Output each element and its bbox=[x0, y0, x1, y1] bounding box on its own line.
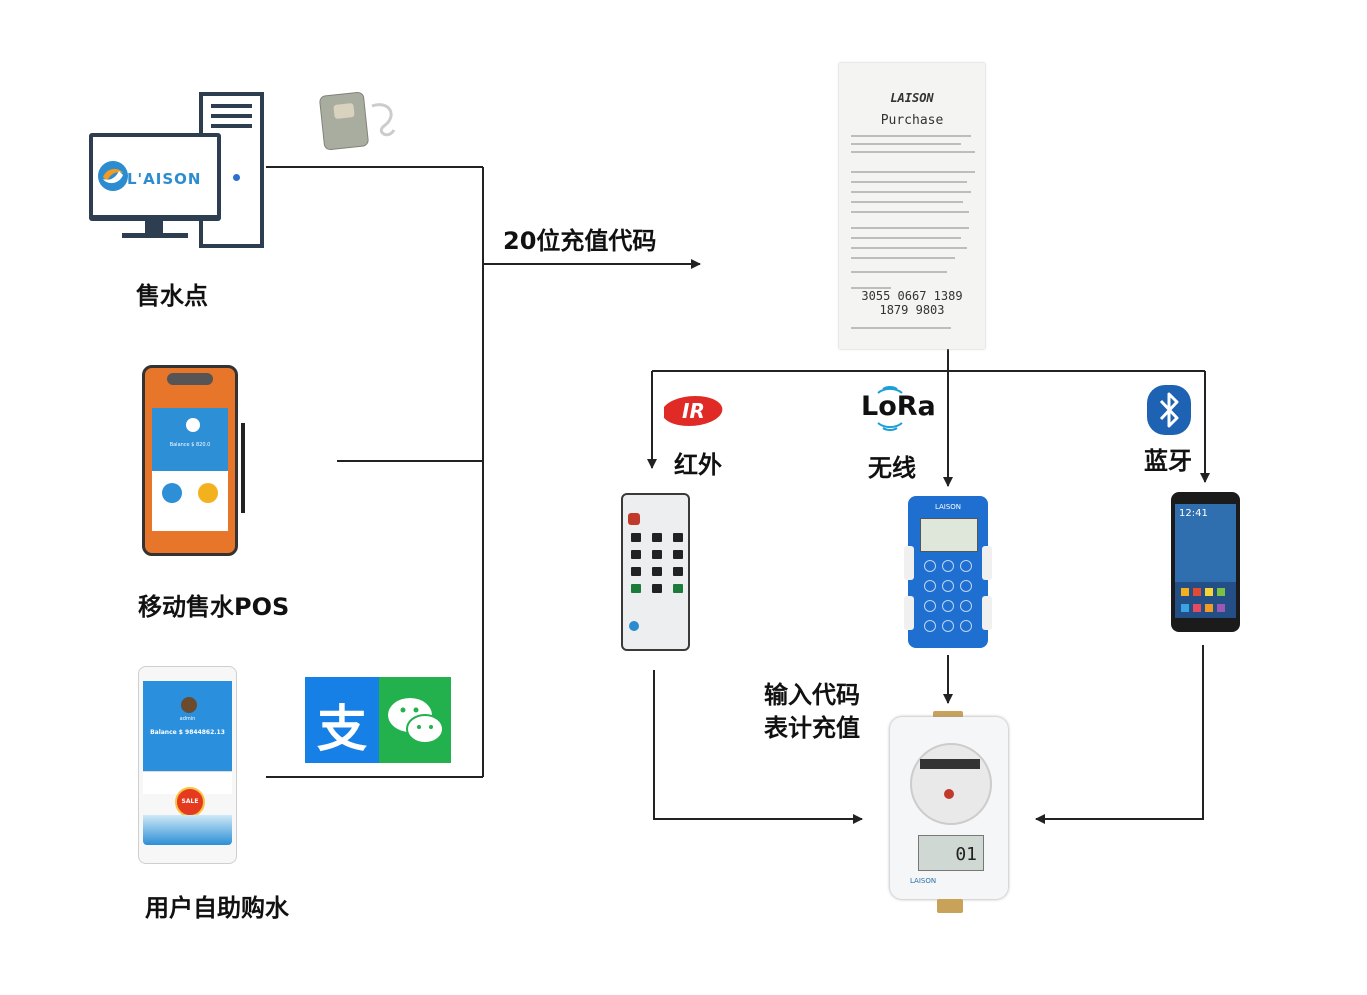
meter-brand: LAISON bbox=[910, 877, 937, 885]
ciu-brand: LAISON bbox=[934, 503, 962, 511]
meter-inlet-pipe bbox=[933, 711, 963, 721]
phone-clock: 12:41 bbox=[1179, 508, 1208, 519]
ir-logo-icon: IR bbox=[664, 396, 723, 426]
pos-balance: Balance $ 820.0 bbox=[169, 442, 211, 448]
meter-outlet-pipe bbox=[937, 899, 963, 913]
receipt-token-line-2: 1879 9803 bbox=[879, 303, 945, 317]
card-reader-icon bbox=[319, 91, 396, 151]
laison-logo-text: L'AISON bbox=[127, 170, 202, 188]
self-service-phone: admin Balance $ 9844862.13 SALE bbox=[138, 666, 237, 864]
purchase-receipt: LAISON Purchase 3055 0667 1389 1879 9803 bbox=[839, 63, 985, 349]
label-mobile-pos: 移动售水POS bbox=[138, 593, 290, 621]
self-user-name: admin bbox=[179, 716, 196, 722]
receipt-title: Purchase bbox=[880, 113, 944, 128]
smartphone-device: 12:41 bbox=[1171, 492, 1240, 632]
wechat-logo-icon bbox=[379, 677, 451, 763]
label-input-code-line-2: 表计充值 bbox=[764, 714, 860, 742]
pc-monitor: L'AISON bbox=[89, 133, 221, 221]
laison-logo-icon bbox=[98, 161, 128, 191]
pos-logo-icon bbox=[186, 418, 200, 432]
label-wireless: 无线 bbox=[868, 454, 916, 482]
pos-back-icon[interactable] bbox=[198, 483, 218, 503]
label-input-code-line-1: 输入代码 bbox=[764, 681, 860, 709]
lora-logo-text: LoRa bbox=[861, 391, 936, 422]
ciu-lcd bbox=[920, 518, 978, 552]
mobile-pos-device: Balance $ 820.0 bbox=[142, 365, 245, 556]
alipay-logo-icon: 支 bbox=[305, 677, 379, 763]
water-meter: 01 LAISON bbox=[890, 717, 1008, 899]
lora-waves-icon bbox=[877, 386, 903, 431]
sale-badge[interactable]: SALE bbox=[175, 787, 205, 817]
receipt-token-line-1: 3055 0667 1389 bbox=[861, 289, 963, 303]
water-splash-image bbox=[143, 815, 232, 845]
arrow-remote-to-meter bbox=[653, 670, 863, 824]
monitor-stand bbox=[145, 221, 163, 233]
self-balance: Balance $ 9844862.13 bbox=[150, 729, 225, 736]
meter-lcd: 01 bbox=[918, 835, 984, 871]
label-20-digit-code: 20位充值代码 bbox=[503, 227, 657, 255]
remote-logo-icon bbox=[629, 621, 639, 631]
pos-nfc-slot bbox=[167, 373, 213, 385]
monitor-base bbox=[122, 233, 188, 238]
bluetooth-icon bbox=[1147, 385, 1191, 435]
receipt-brand: LAISON bbox=[890, 91, 934, 105]
label-sale-point: 售水点 bbox=[136, 282, 208, 310]
remote-power-button[interactable] bbox=[628, 513, 640, 525]
label-bluetooth: 蓝牙 bbox=[1144, 447, 1192, 475]
self-menu-row bbox=[143, 771, 232, 794]
svg-text:IR: IR bbox=[682, 399, 705, 423]
label-infrared: 红外 bbox=[674, 451, 722, 479]
ciu-handheld: LAISON bbox=[904, 496, 992, 648]
meter-dial bbox=[910, 743, 992, 825]
label-self-service: 用户自助购水 bbox=[145, 894, 289, 922]
arrow-phone-to-meter bbox=[1035, 645, 1204, 824]
pos-water-icon[interactable] bbox=[162, 483, 182, 503]
meter-reading: 01 bbox=[955, 844, 977, 865]
avatar bbox=[181, 697, 197, 713]
pos-side-printer bbox=[241, 423, 245, 513]
ir-remote bbox=[621, 493, 690, 651]
